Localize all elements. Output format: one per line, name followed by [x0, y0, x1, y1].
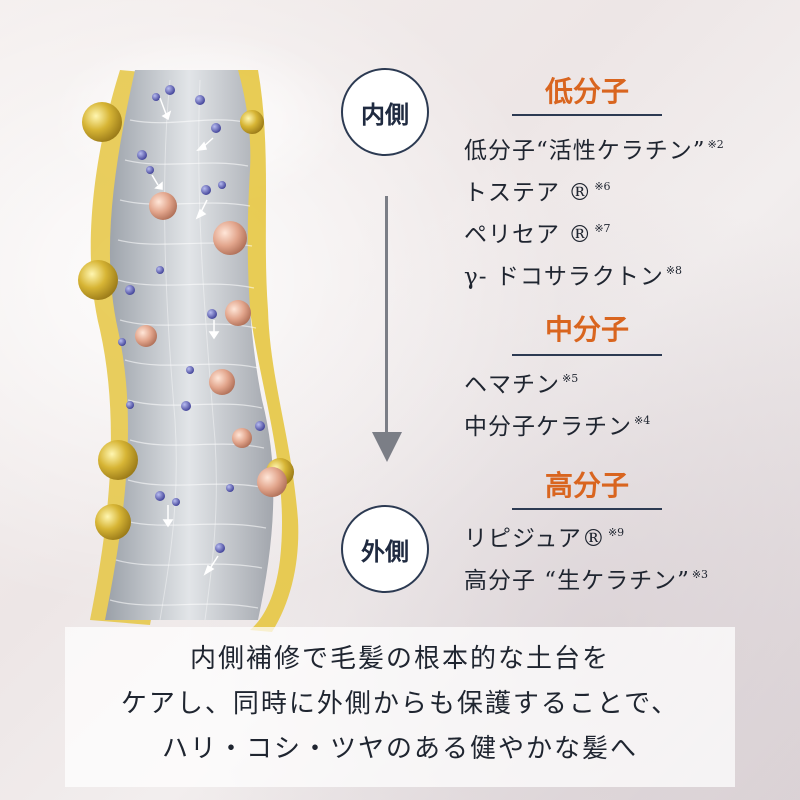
inner-side-label: 内側 [341, 68, 429, 156]
small-arrows [151, 97, 220, 576]
mid-molecular-divider [512, 354, 662, 356]
direction-arrow-line [385, 196, 388, 434]
high-molecular-divider [512, 508, 662, 510]
low-molecular-heading: 低分子 [544, 75, 629, 108]
ingredient-item: γ- ドコサラクトン※8 [464, 264, 683, 290]
ingredient-item: リピジュア®※9 [464, 526, 625, 552]
caption-line: ケアし、同時に外側からも保護することで、 [120, 689, 680, 719]
caption-line: 内側補修で毛髪の根本的な土台を [189, 644, 610, 674]
ingredient-item: 高分子 “生ケラチン”※3 [464, 568, 709, 594]
ingredient-item: 中分子ケラチン※4 [464, 414, 651, 440]
ingredient-item: 低分子“活性ケラチン”※2 [464, 138, 724, 164]
arrow-down-icon [372, 432, 402, 462]
caption-panel [65, 627, 735, 787]
outer-side-label: 外側 [341, 505, 429, 593]
outer-side-text: 外側 [361, 536, 409, 566]
hair-cross-section-illustration [50, 30, 340, 632]
blue-molecules [118, 85, 265, 553]
high-molecular-heading: 高分子 [544, 469, 629, 502]
pink-molecules [135, 192, 287, 497]
low-molecular-divider [512, 114, 662, 116]
ingredient-item: ヘマチン※5 [464, 372, 579, 398]
caption-line: ハリ・コシ・ツヤのある健やかな髪へ [161, 734, 638, 764]
hair-cortex [105, 70, 274, 620]
mid-molecular-heading: 中分子 [544, 313, 629, 346]
ingredient-item: トステア ®※6 [464, 180, 611, 206]
ingredient-item: ペリセア ®※7 [464, 222, 611, 248]
inner-side-text: 内側 [361, 99, 409, 129]
